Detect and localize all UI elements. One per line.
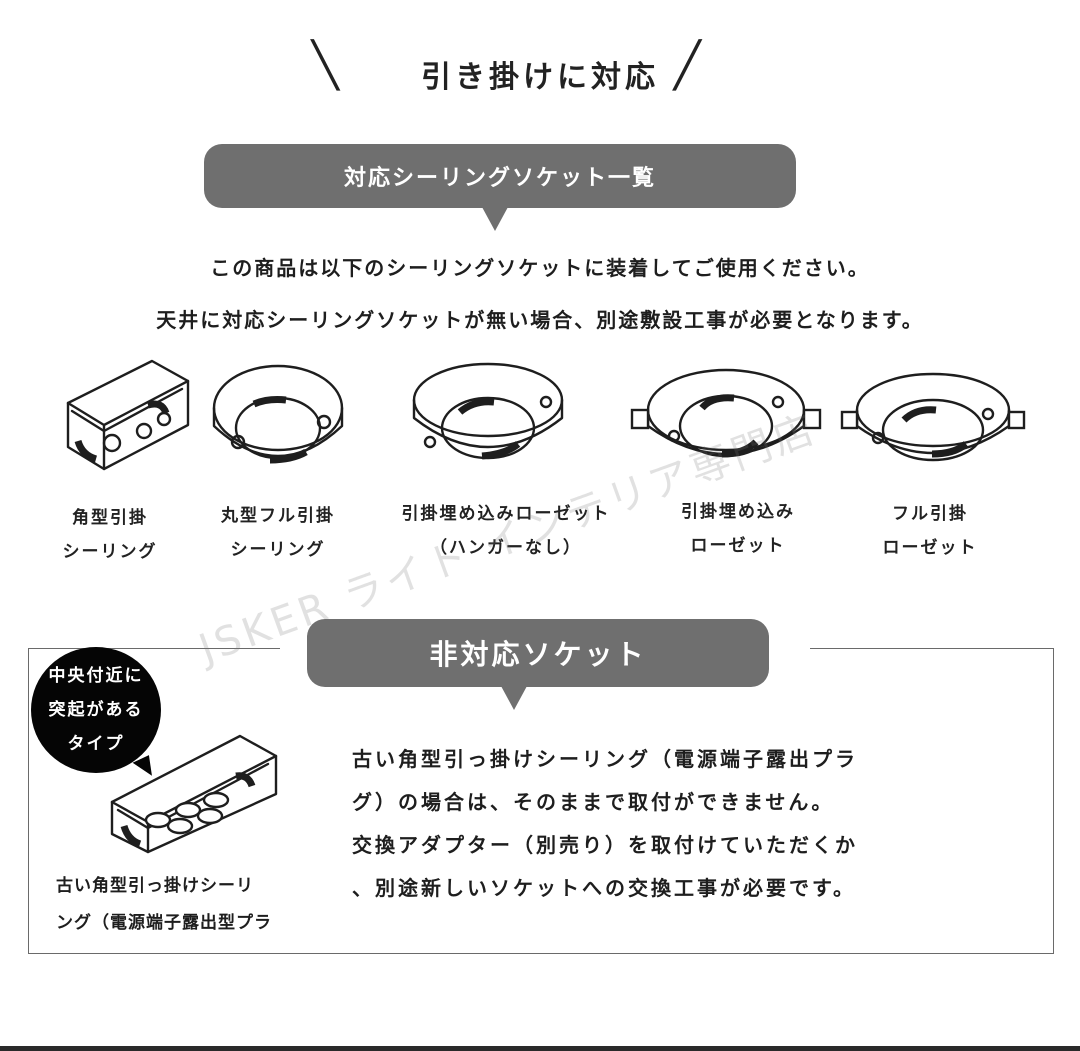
unsupported-text-line: 、別途新しいソケットへの交換工事が必要です。 bbox=[352, 876, 856, 900]
socket-label-full-hook: フル引掛 ローゼット bbox=[860, 497, 1000, 565]
callout-line: 中央付近に bbox=[48, 666, 144, 686]
protrusion-callout-bubble: 中央付近に 突起がある タイプ bbox=[31, 647, 161, 773]
full-hook-rosette-icon bbox=[840, 372, 1026, 462]
socket-label-embedded: 引掛埋め込み ローゼット bbox=[648, 495, 828, 563]
old-square-ceiling-socket-icon bbox=[110, 734, 278, 854]
socket-label-square: 角型引掛 シーリング bbox=[40, 501, 180, 569]
bottom-edge-bar bbox=[0, 1046, 1080, 1051]
embedded-rosette-no-hanger-icon bbox=[412, 362, 564, 460]
unsupported-banner-pointer bbox=[501, 686, 527, 710]
round-full-ceiling-socket-icon bbox=[212, 364, 344, 464]
socket-label-embedded-no-hanger: 引掛埋め込みローゼット （ハンガーなし） bbox=[376, 497, 636, 565]
socket-label-line: シーリング bbox=[62, 542, 158, 562]
old-socket-caption: 古い角型引っ掛けシーリ ング（電源端子露出型プラ bbox=[56, 868, 316, 942]
square-ceiling-socket-icon bbox=[66, 359, 190, 471]
callout-line: 突起がある bbox=[48, 700, 144, 720]
embedded-rosette-icon bbox=[630, 368, 822, 458]
socket-label-line: （ハンガーなし） bbox=[430, 538, 582, 558]
socket-label-line: 角型引掛 bbox=[72, 508, 148, 528]
socket-label-line: ローゼット bbox=[690, 536, 786, 556]
supported-banner-pointer bbox=[482, 207, 508, 231]
callout-line: タイプ bbox=[67, 734, 125, 754]
socket-label-line: フル引掛 bbox=[892, 504, 968, 524]
old-socket-caption-line: 古い角型引っ掛けシーリ bbox=[56, 876, 254, 896]
unsupported-sockets-banner: 非対応ソケット bbox=[307, 619, 769, 687]
intro-line-1: この商品は以下のシーリングソケットに装着してご使用ください。 bbox=[210, 256, 870, 280]
socket-label-line: ローゼット bbox=[882, 538, 978, 558]
old-socket-caption-line: ング（電源端子露出型プラ bbox=[56, 913, 272, 933]
socket-label-round-full: 丸型フル引掛 シーリング bbox=[198, 499, 358, 567]
socket-label-line: 引掛埋め込みローゼット bbox=[401, 504, 611, 524]
supported-sockets-banner: 対応シーリングソケット一覧 bbox=[204, 144, 796, 208]
title-right-slash: ╱ bbox=[674, 40, 701, 91]
socket-label-line: 丸型フル引掛 bbox=[221, 506, 335, 526]
page-title: 引き掛けに対応 bbox=[421, 60, 659, 95]
unsupported-text-line: 古い角型引っ掛けシーリング（電源端子露出プラ bbox=[352, 747, 858, 771]
unsupported-text-line: グ）の場合は、そのままで取付ができません。 bbox=[352, 790, 835, 814]
unsupported-explanation: 古い角型引っ掛けシーリング（電源端子露出プラ グ）の場合は、そのままで取付ができ… bbox=[352, 738, 972, 910]
unsupported-text-line: 交換アダプター（別売り）を取付けていただくか bbox=[352, 833, 858, 857]
intro-line-2: 天井に対応シーリングソケットが無い場合、別途敷設工事が必要となります。 bbox=[156, 308, 924, 332]
socket-label-line: シーリング bbox=[230, 540, 326, 560]
socket-label-line: 引掛埋め込み bbox=[681, 502, 795, 522]
title-left-slash: ╲ bbox=[312, 40, 339, 91]
